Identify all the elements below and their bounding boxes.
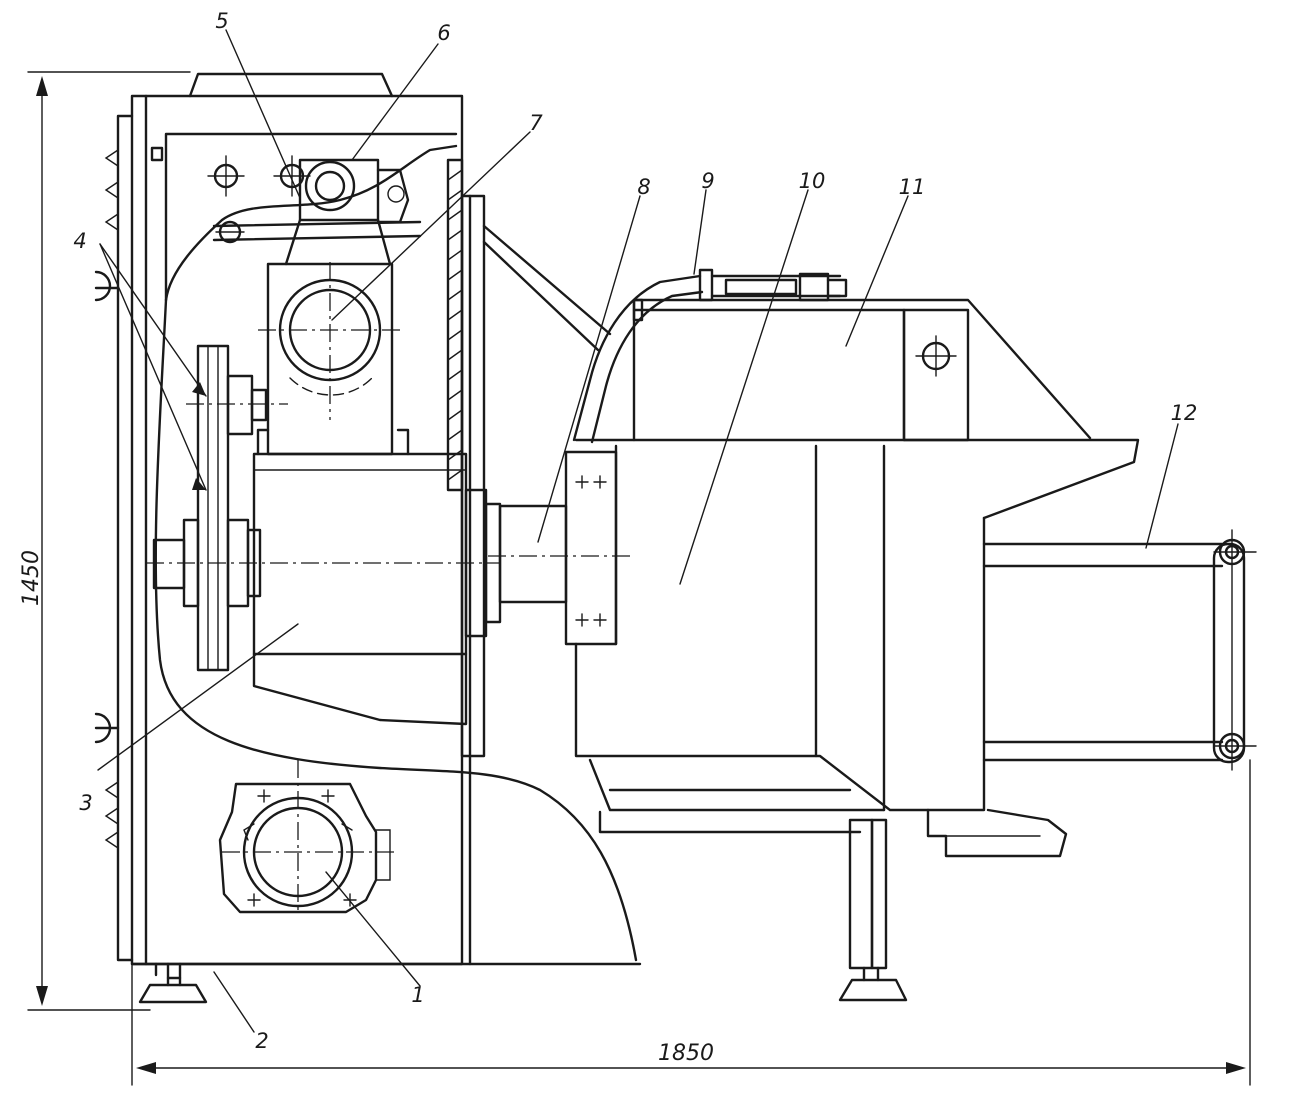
discharge-frame [982, 529, 1257, 771]
callout-1: 1 [411, 983, 424, 1007]
motor-assembly [218, 760, 394, 914]
callout-11: 11 [899, 175, 926, 199]
width-dimension-label: 1850 [658, 1041, 714, 1066]
callout-labels: 1 2 3 4 5 6 7 8 9 10 11 12 [73, 9, 1197, 1053]
dimension-width: 1850 [131, 759, 1251, 1086]
pipe-and-brace [482, 224, 848, 444]
upper-drive [207, 155, 422, 456]
callout-3: 3 [79, 791, 92, 815]
callout-2: 2 [255, 1029, 268, 1053]
dimension-height: 1450 [19, 71, 191, 1011]
callout-10: 10 [799, 169, 826, 193]
machine-frame [94, 72, 642, 1004]
callout-8: 8 [637, 175, 650, 199]
drum-housing [252, 450, 630, 726]
callout-9: 9 [701, 169, 714, 193]
callout-5: 5 [215, 9, 228, 33]
callout-6: 6 [437, 21, 450, 45]
callout-4: 4 [73, 229, 86, 253]
belt-drive [146, 344, 500, 672]
height-dimension-label: 1450 [19, 550, 44, 606]
callout-12: 12 [1171, 401, 1198, 425]
main-body [574, 438, 1140, 1002]
leader-lines [97, 29, 1179, 1033]
callout-7: 7 [529, 111, 543, 135]
hopper [632, 298, 1092, 442]
